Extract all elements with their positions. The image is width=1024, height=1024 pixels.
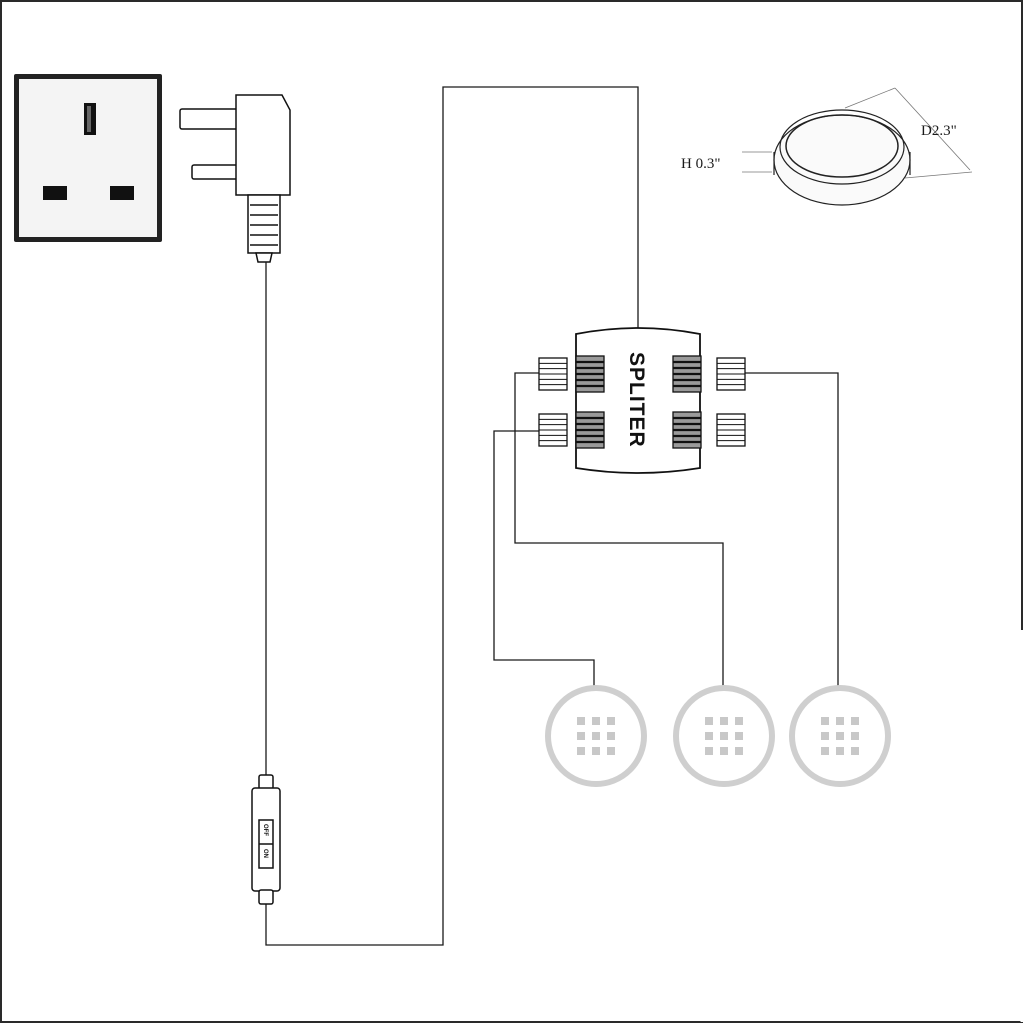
uk-socket-icon xyxy=(14,74,162,242)
splitter-plug-tr xyxy=(716,357,746,391)
lamps-group xyxy=(545,685,891,787)
lamp-1 xyxy=(545,685,647,787)
switch-on-label: ON xyxy=(262,849,268,858)
splitter-socket-br xyxy=(672,411,702,449)
lamp-2 xyxy=(673,685,775,787)
switch-off-label: OFF xyxy=(262,824,268,836)
splitter-to-lamp1-cable xyxy=(493,430,595,686)
lamp-3 xyxy=(789,685,891,787)
splitter-socket-tl xyxy=(575,355,605,393)
switch-to-splitter-cable xyxy=(265,86,639,946)
splitter-to-lamp3-cable xyxy=(745,372,839,686)
splitter-socket-tr xyxy=(672,355,702,393)
splitter-box-icon xyxy=(538,327,746,474)
inline-switch-icon xyxy=(251,774,281,905)
splitter-plug-br xyxy=(716,413,746,447)
uk-plug-icon xyxy=(179,94,291,263)
puck-light-icon xyxy=(742,87,973,206)
splitter-plug-bl xyxy=(538,413,568,447)
diameter-label: D2.3" xyxy=(921,123,957,139)
splitter-socket-bl xyxy=(575,411,605,449)
splitter-plug-tl xyxy=(538,357,568,391)
height-label: H 0.3" xyxy=(681,156,720,172)
splitter-label: SPLITER xyxy=(625,352,648,448)
wiring-lines xyxy=(265,86,839,946)
splitter-to-lamp2-cable xyxy=(514,372,724,686)
